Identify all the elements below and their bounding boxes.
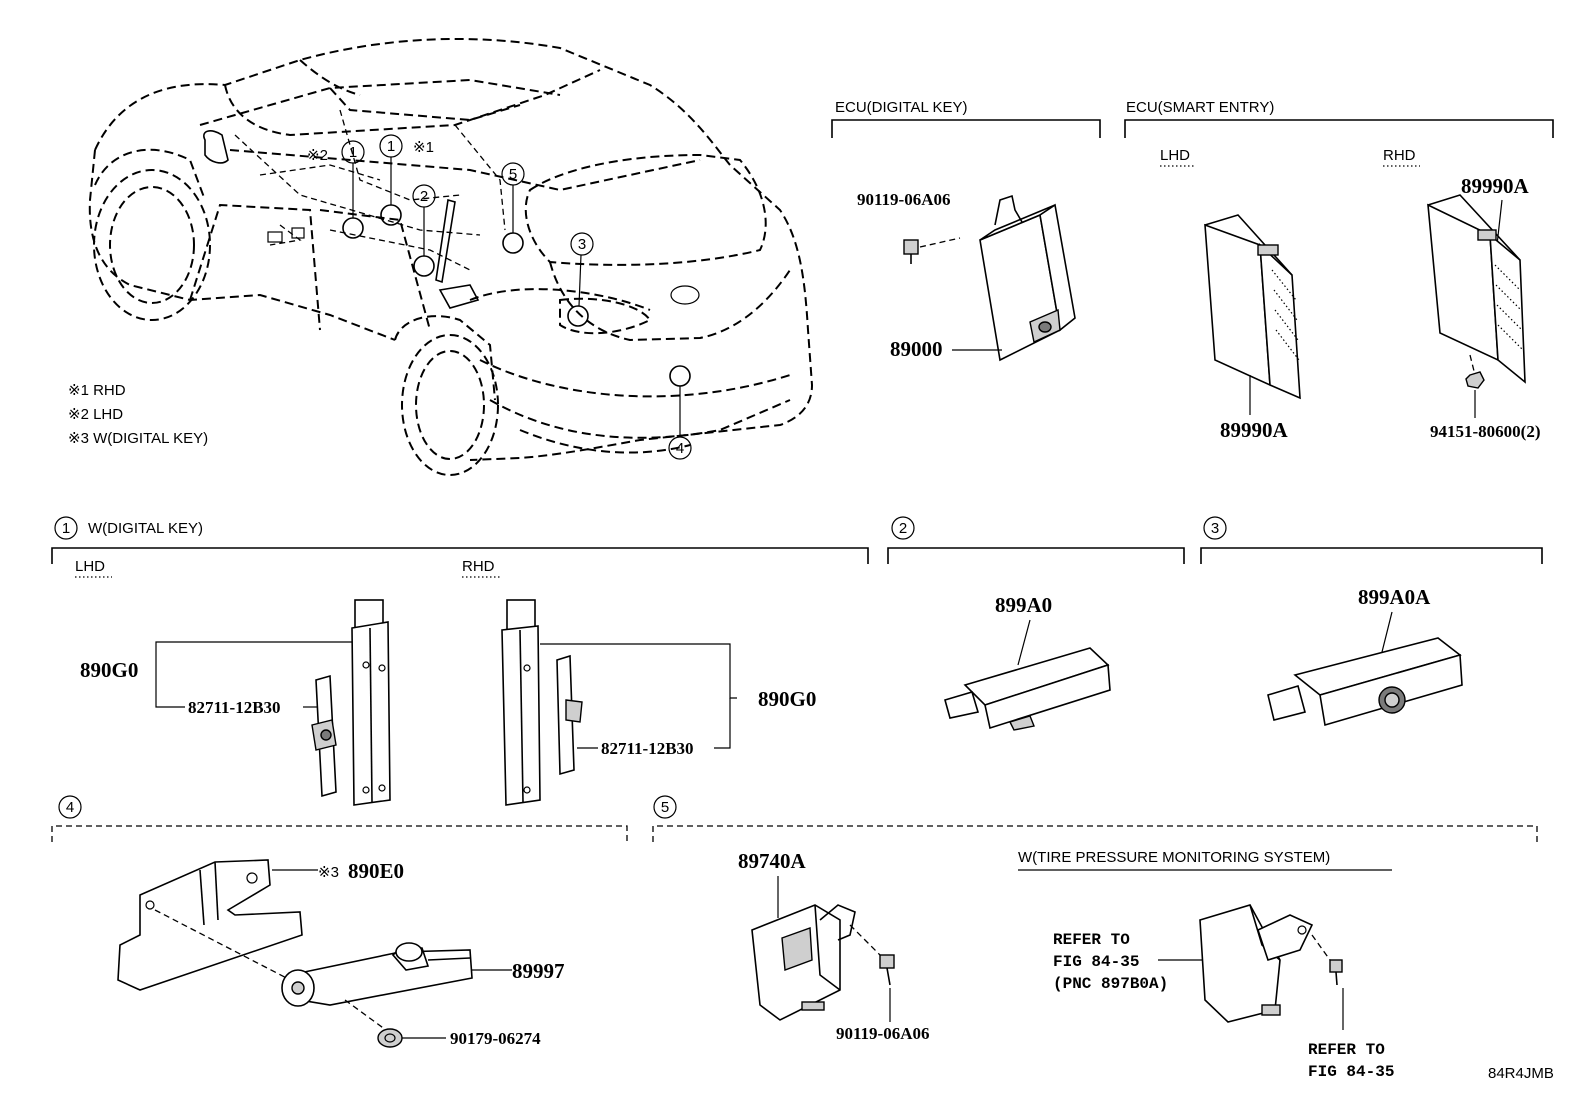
section-1-lhd-part-label: 890G0 [80,658,138,682]
callout-4: 4 [668,436,692,460]
note-3: ※3 W(DIGITAL KEY) [68,430,208,447]
smart-entry-ecu-lhd [1204,214,1301,400]
callout-1a: 1 [341,140,365,164]
tpms-receiver-89740a [751,904,856,1021]
section-2-part-label: 899A0 [995,593,1052,617]
callout-2: 2 [412,184,436,208]
clip-icon [377,1028,403,1048]
rhd-bracket [556,654,583,776]
section-4-sensor-label: 89997 [512,959,565,983]
section-5-unit-label: 89740A [738,849,807,873]
smart-entry-ecu-rhd [1427,194,1526,389]
section-5-screw-label: 90119-06A06 [836,1024,930,1043]
section-4-bracket-mark: ※3 [318,864,339,881]
callout-3: 3 [570,232,594,256]
callout-number: 4 [676,440,684,457]
smart-entry-rhd-label: RHD [1383,147,1416,164]
ecu-smart-entry-section: ECU(SMART ENTRY) LHD RHD 89990A 89990A [1124,99,1554,442]
nut-icon [1465,371,1485,389]
vehicle-illustration: 1 1 2 3 4 5 ※2 ※1 [88,38,814,476]
section-2: 2 899A0 [887,516,1185,731]
tpms-title: W(TIRE PRESSURE MONITORING SYSTEM) [1018,849,1330,866]
ecu-digital-key-unit [979,194,1076,362]
callout-number: 5 [509,166,517,183]
screw-icon [903,237,961,264]
ecu-dk-unit-label: 89000 [890,337,943,361]
section-1-rhd-label: RHD [462,558,495,575]
section-1-number: 1 [62,520,70,537]
note-2: ※2 LHD [68,406,123,423]
ecu-digital-key-title: ECU(DIGITAL KEY) [835,99,968,116]
section-5-number: 5 [661,799,669,816]
section-5: 5 89740A 90119-06A06 W(TIRE PRESSURE MON… [652,795,1538,1081]
bolt-icon [1329,959,1343,986]
callout-number: 3 [578,236,586,253]
tpms-refer-2-line-1: REFER TO [1308,1041,1385,1059]
tpms-ecu [1199,904,1314,1023]
note-1: ※1 RHD [68,382,126,399]
car-mark-lhd: ※2 [307,147,328,164]
section-1-lhd-sub-label: 82711-12B30 [188,698,281,717]
section-1-lhd-label: LHD [75,558,105,575]
tpms-refer-1-line-1: REFER TO [1053,931,1130,949]
section-4-bracket-label: 890E0 [348,859,404,883]
notes-legend: ※1 RHD ※2 LHD ※3 W(DIGITAL KEY) [68,382,208,447]
section-4-number: 4 [66,799,74,816]
car-mark-rhd: ※1 [413,139,434,156]
ecu-dk-screw-label: 90119-06A06 [857,190,951,209]
section-3-part-label: 899A0A [1358,585,1431,609]
rhd-antenna [501,599,541,806]
section-1-rhd-part-label: 890G0 [758,687,816,711]
section-3-number: 3 [1211,520,1219,537]
antenna-899a0 [944,647,1111,731]
bracket-890e0 [117,859,303,991]
callout-number: 1 [349,144,357,161]
section-1: 1 W(DIGITAL KEY) LHD RHD 890G0 82711-12B… [51,516,869,806]
smart-entry-rhd-unit-label: 89990A [1461,174,1530,198]
smart-entry-lhd-label: LHD [1160,147,1190,164]
section-2-number: 2 [899,520,907,537]
tpms-refer-1-line-3: (PNC 897B0A) [1053,975,1168,993]
ecu-smart-entry-title: ECU(SMART ENTRY) [1126,99,1274,116]
lhd-bracket [311,674,337,798]
callout-number: 1 [387,138,395,155]
section-4: 4 ※3 890E0 89997 90179-06274 [51,795,628,1048]
illustration-code: 84R4JMB [1488,1065,1554,1082]
sensor-89997 [281,942,473,1007]
ecu-digital-key-section: ECU(DIGITAL KEY) 90119-06A06 89000 [831,99,1101,362]
tpms-refer-2-line-2: FIG 84-35 [1308,1063,1394,1081]
screw-icon [879,954,895,986]
section-3: 3 899A0A [1200,516,1543,727]
callout-5: 5 [501,162,525,186]
callout-number: 2 [420,188,428,205]
section-1-rhd-sub-label: 82711-12B30 [601,739,694,758]
section-4-clip-label: 90179-06274 [450,1029,541,1048]
section-1-title: W(DIGITAL KEY) [88,520,203,537]
smart-entry-lhd-unit-label: 89990A [1220,418,1289,442]
callout-1b: 1 [379,134,403,158]
smart-entry-nut-label: 94151-80600(2) [1430,422,1540,441]
tpms-refer-1-line-2: FIG 84-35 [1053,953,1139,971]
antenna-899a0a [1267,637,1463,727]
lhd-antenna [351,599,391,806]
